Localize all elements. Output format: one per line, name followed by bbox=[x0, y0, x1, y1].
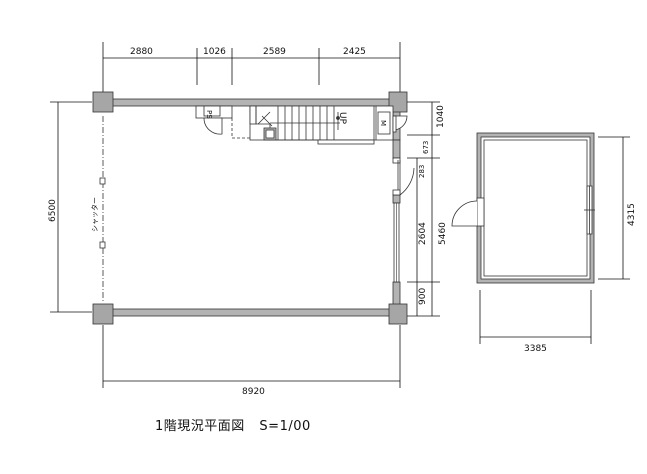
annex-width: 3385 bbox=[524, 344, 547, 354]
annex-height: 4315 bbox=[627, 203, 637, 226]
dim-right-673: 673 bbox=[422, 141, 430, 154]
stair-area bbox=[195, 105, 415, 196]
up-label: UP bbox=[337, 112, 347, 125]
top-dimension-lines bbox=[102, 42, 401, 92]
left-dimension-line bbox=[50, 101, 92, 313]
caption-scale: S=1/00 bbox=[259, 419, 311, 434]
bottom-dimension-line bbox=[102, 325, 401, 388]
dim-right-5460: 5460 bbox=[438, 222, 448, 245]
dim-overall-width: 8920 bbox=[242, 387, 265, 397]
dim-overall-height: 6500 bbox=[48, 199, 58, 222]
annex-building bbox=[451, 132, 595, 284]
right-dimension-lines bbox=[407, 101, 440, 317]
dim-top-2: 1026 bbox=[203, 47, 226, 57]
dim-right-2604: 2604 bbox=[418, 222, 428, 245]
ps-label: PS bbox=[205, 110, 213, 119]
caption-title: 1階現況平面図 bbox=[155, 419, 245, 434]
dim-right-1040: 1040 bbox=[436, 105, 446, 128]
dim-right-900: 900 bbox=[418, 288, 428, 305]
annex-dimension-lines bbox=[479, 136, 630, 344]
dim-top-4: 2425 bbox=[343, 47, 366, 57]
dim-top-3: 2589 bbox=[263, 47, 286, 57]
dim-top-1: 2880 bbox=[130, 47, 153, 57]
drawing-caption: 1階現況平面図 S=1/00 bbox=[155, 415, 321, 434]
columns bbox=[92, 91, 408, 325]
shutter-label: シャッター bbox=[90, 197, 99, 232]
m-label: M bbox=[379, 120, 387, 126]
dim-right-283: 283 bbox=[418, 165, 426, 178]
